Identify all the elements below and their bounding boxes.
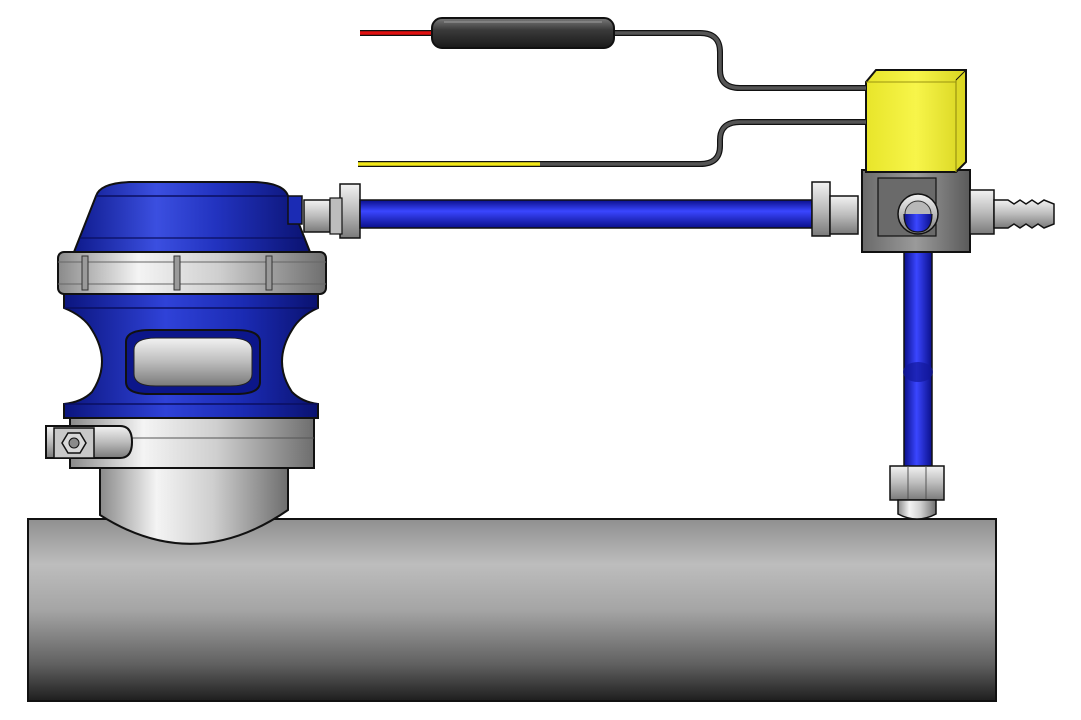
vacuum-line-lower	[903, 231, 933, 473]
wire-yellow	[358, 119, 866, 167]
solenoid-valve	[861, 69, 995, 253]
wire-red	[360, 30, 866, 91]
blow-off-valve	[57, 181, 327, 545]
pipe-clamp	[45, 425, 134, 459]
pipe-port-fitting	[889, 465, 945, 520]
intake-pipe	[27, 518, 997, 702]
inline-resistor	[431, 17, 615, 49]
vacuum-line-upper	[303, 181, 859, 239]
hose-barb	[993, 199, 1055, 229]
